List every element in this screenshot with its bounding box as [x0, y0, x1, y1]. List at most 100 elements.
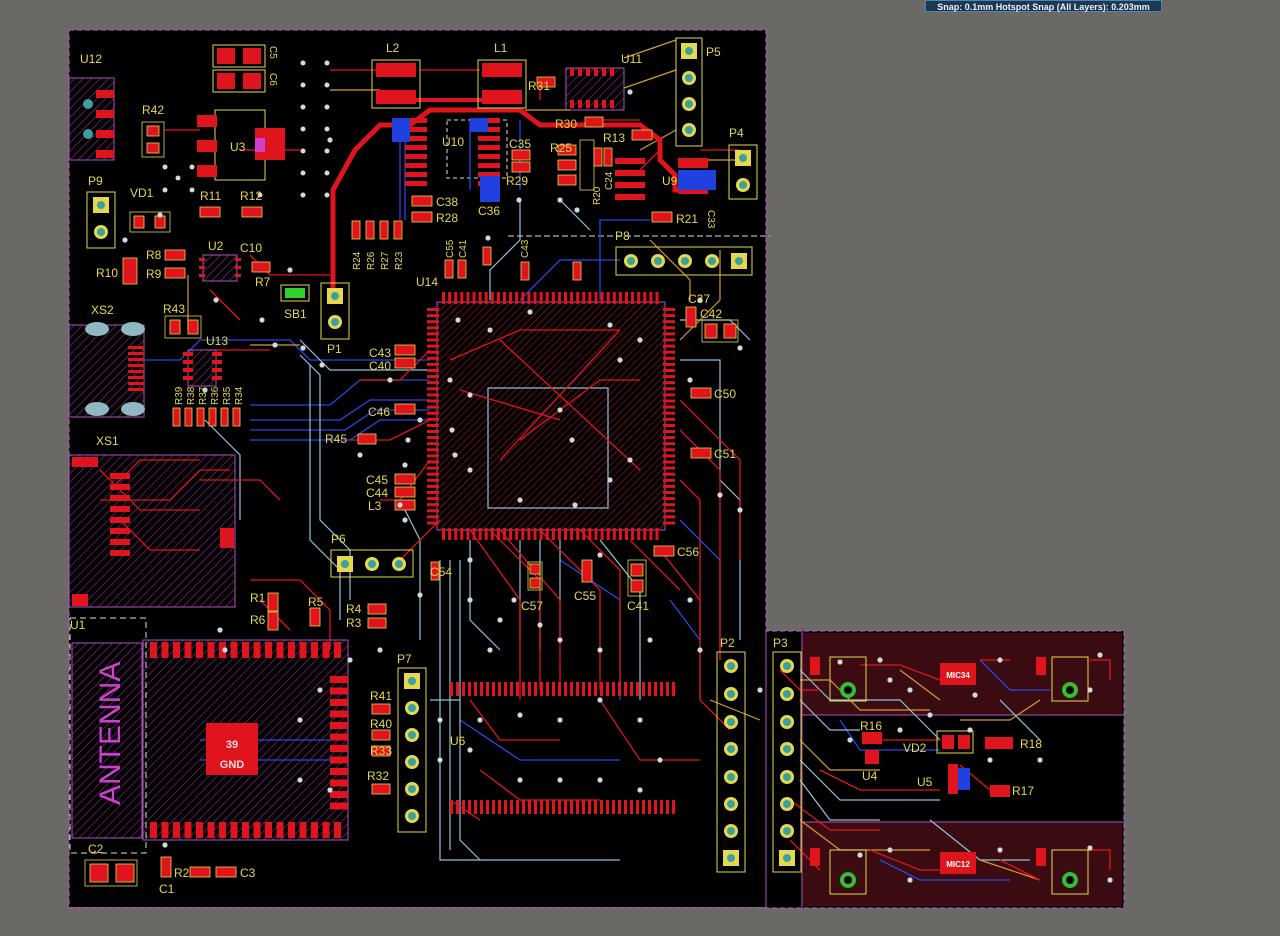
sd-card-slot-xs1[interactable] — [68, 454, 236, 608]
label-c43: C43 — [520, 239, 531, 258]
connector-p5[interactable] — [675, 37, 703, 147]
label-c56: C56 — [677, 545, 699, 559]
label-r25: R25 — [550, 141, 572, 155]
label-l3: L3 — [368, 499, 382, 513]
esp-u1-pads[interactable] — [150, 642, 348, 838]
label-r28: R28 — [436, 211, 458, 225]
label-c41b: C41 — [627, 599, 649, 613]
label-c38: C38 — [436, 195, 458, 209]
label-c35: C35 — [509, 137, 531, 151]
sd-xs1-pads[interactable] — [72, 457, 234, 606]
connector-p3[interactable] — [772, 651, 802, 873]
usb-u12-pads[interactable] — [83, 90, 114, 158]
label-r10: R10 — [96, 266, 118, 280]
board-outline — [68, 29, 1125, 909]
connector-p8[interactable] — [615, 246, 753, 276]
label-c33: C33 — [705, 210, 716, 229]
scattered-vias — [122, 89, 1113, 883]
hdmi-mount-holes — [85, 322, 145, 416]
ic-u2[interactable] — [199, 254, 241, 282]
label-r1: R1 — [250, 591, 266, 605]
connector-p2[interactable] — [716, 651, 746, 873]
connector-p7[interactable] — [397, 667, 427, 833]
connector-p1[interactable] — [320, 282, 350, 340]
connector-p6[interactable] — [330, 549, 414, 578]
mcu-u14-pins[interactable] — [427, 292, 675, 540]
label-u6: U6 — [450, 734, 466, 748]
label-u11: U11 — [621, 52, 642, 66]
label-p4: P4 — [729, 126, 744, 140]
esp-gnd-pad[interactable] — [206, 723, 258, 775]
label-p6: P6 — [331, 532, 346, 546]
capacitor-c5[interactable] — [212, 44, 266, 68]
regulator-u3[interactable] — [197, 109, 285, 181]
label-u12: U12 — [80, 52, 102, 66]
label-u14: U14 — [416, 275, 438, 289]
smd-resistors[interactable] — [84, 76, 739, 887]
label-c50: C50 — [714, 387, 736, 401]
label-c55b: C55 — [574, 589, 596, 603]
label-r39: R39 — [174, 386, 185, 405]
label-r9: R9 — [146, 267, 162, 281]
label-u5: U5 — [917, 775, 933, 789]
silkscreen-labels: U12 R42 U3 C5 C6 L2 L1 R31 U11 P5 R30 R1… — [70, 41, 1042, 896]
label-r43: R43 — [163, 302, 185, 316]
switch-sb1[interactable] — [280, 284, 310, 302]
label-l1: L1 — [494, 41, 508, 55]
label-r31: R31 — [528, 79, 550, 93]
label-c51: C51 — [714, 447, 736, 461]
label-r41: R41 — [370, 689, 392, 703]
label-sb1: SB1 — [284, 307, 307, 321]
label-c42: C42 — [700, 307, 722, 321]
hdmi-xs2-pads[interactable] — [128, 346, 144, 391]
connector-p9[interactable] — [86, 191, 116, 249]
label-r3: R3 — [346, 616, 362, 630]
label-r21: R21 — [676, 212, 698, 226]
label-r38: R38 — [186, 386, 197, 405]
label-u13: U13 — [206, 334, 228, 348]
label-r11: R11 — [200, 189, 221, 203]
label-r23: R23 — [394, 251, 405, 270]
label-c3: C3 — [240, 866, 256, 880]
label-r45: R45 — [325, 432, 347, 446]
label-c43b: C43 — [369, 346, 391, 360]
label-u3: U3 — [230, 140, 246, 154]
connector-p4[interactable] — [728, 144, 758, 200]
label-c55: C55 — [445, 239, 456, 258]
bottom-pad-u10-b — [480, 176, 500, 202]
label-r29: R29 — [506, 174, 528, 188]
bottom-pad-u9 — [678, 170, 716, 190]
inductor-l2[interactable] — [371, 59, 421, 109]
label-c54: C54 — [430, 565, 452, 579]
ic-u13[interactable] — [183, 349, 222, 387]
antenna-label: ANTENNA — [94, 662, 127, 805]
gnd-pad-number: 39 — [226, 739, 238, 751]
label-c57: C57 — [521, 599, 543, 613]
label-r8: R8 — [146, 248, 162, 262]
label-r35: R35 — [222, 386, 233, 405]
label-c46: C46 — [368, 405, 390, 419]
label-c37: C37 — [688, 292, 710, 306]
ic-u6-pins[interactable] — [450, 682, 675, 814]
label-r18: R18 — [1020, 737, 1042, 751]
label-vd2: VD2 — [903, 741, 927, 755]
label-r13: R13 — [603, 131, 625, 145]
label-u2: U2 — [208, 239, 224, 253]
bottom-pad-u10-a — [392, 118, 410, 142]
inductor-l1[interactable] — [477, 59, 527, 109]
label-r37: R37 — [198, 386, 209, 405]
mic-board-parts[interactable] — [810, 656, 1089, 895]
label-r26: R26 — [366, 251, 377, 270]
antenna-area — [71, 642, 143, 839]
capacitor-c6[interactable] — [212, 69, 266, 93]
label-r17: R17 — [1012, 784, 1034, 798]
power-trace — [330, 107, 700, 295]
label-r6: R6 — [250, 613, 266, 627]
ic-u11-pads[interactable] — [570, 68, 614, 108]
label-p5: P5 — [706, 45, 721, 59]
u1-dashed-outline — [69, 617, 147, 854]
label-c40: C40 — [369, 359, 391, 373]
label-c5: C5 — [267, 46, 278, 59]
label-c44: C44 — [366, 486, 388, 500]
